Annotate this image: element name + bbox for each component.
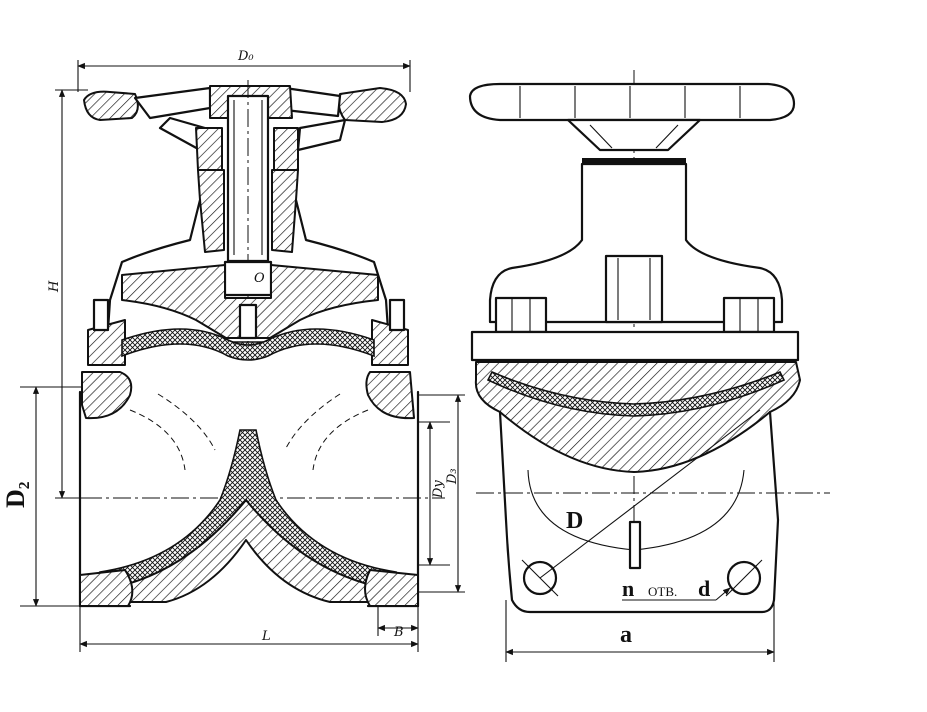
label-b: B: [393, 625, 404, 640]
yoke-neck: [488, 118, 784, 324]
label-l: L: [261, 629, 271, 644]
weir: [79, 429, 419, 607]
dimension-b: B: [377, 606, 419, 640]
dimension-h: H: [47, 89, 100, 499]
valve-body: [55, 390, 445, 608]
bolt-holes: [521, 559, 763, 597]
body-upper-flanges: [81, 371, 415, 420]
label-a: a: [620, 622, 632, 648]
dimension-a: a: [505, 600, 775, 662]
label-d0: D₀: [237, 49, 254, 64]
label-d3: D₃: [445, 468, 460, 485]
body-section-side: [474, 361, 830, 614]
label-otv: OTB.: [648, 584, 677, 599]
section-view: D₀ H D₂: [1, 49, 465, 652]
dimension-d2: D₂: [1, 386, 100, 607]
label-d2: D₂: [1, 481, 30, 508]
dimension-l: L: [79, 606, 419, 652]
hole-callout: n OTB. d: [622, 576, 731, 601]
label-d-circle: D: [566, 508, 583, 534]
diaphragm: [121, 328, 375, 361]
label-n: n: [622, 576, 634, 601]
dimension-d-circle: D: [539, 409, 761, 579]
label-h: H: [47, 280, 62, 293]
bonnet-flange: [87, 298, 409, 366]
bonnet-plate: [470, 330, 800, 362]
label-d-hole: d: [698, 576, 710, 601]
label-dy: Dy: [431, 480, 446, 499]
dimension-d0: D₀: [77, 49, 411, 92]
valve-stem: [226, 80, 270, 345]
dimension-dy-d3: Dy D₃: [418, 394, 465, 593]
handwheel-section: [83, 85, 407, 152]
handwheel-side: [468, 82, 796, 122]
label-o: O: [254, 271, 265, 286]
side-view: D n OTB. d a: [468, 70, 830, 662]
bonnet: O: [106, 127, 390, 332]
